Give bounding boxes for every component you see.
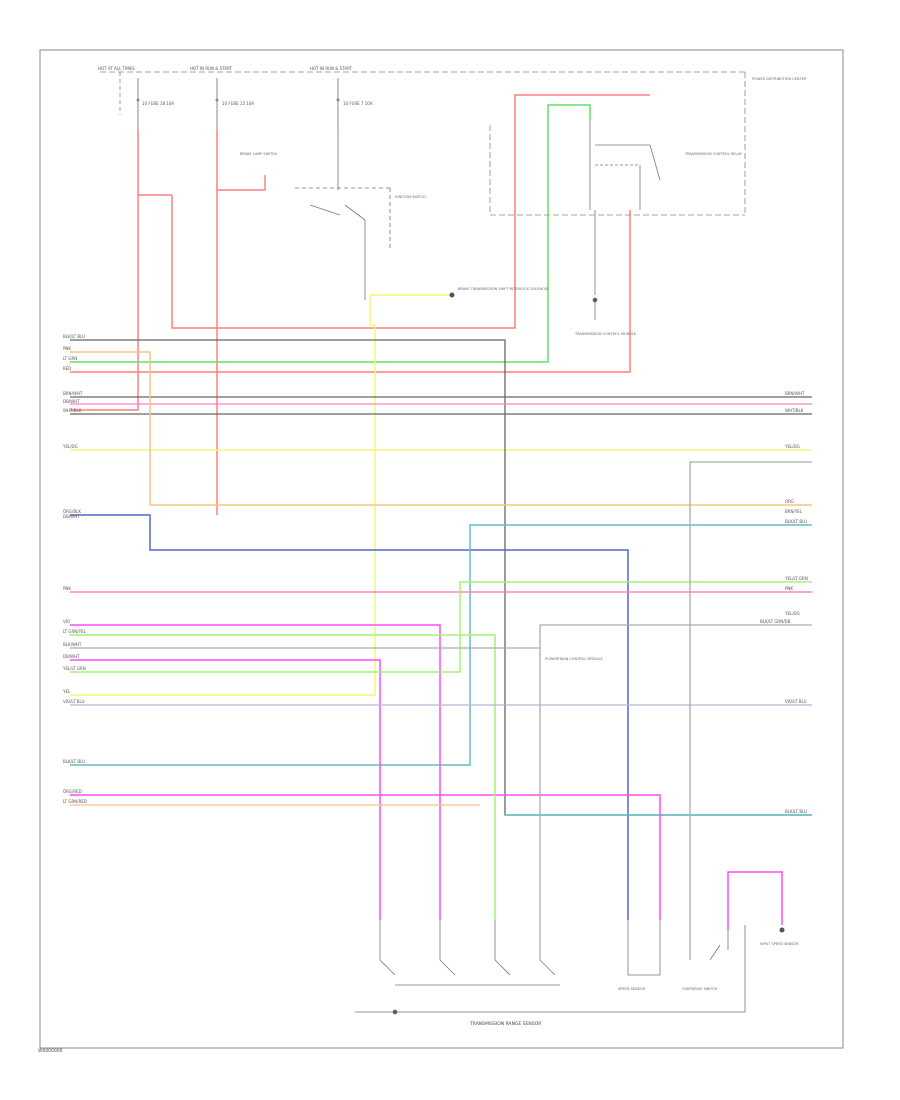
right-wire-label: BLK/LT BLU <box>785 519 807 524</box>
right-wire-label: PNK <box>785 586 793 591</box>
bottom-labels: TRANSMISSION RANGE SENSOR SPEED SENSOR O… <box>469 942 799 1027</box>
left-wire-label: BLK/LT BLU <box>63 759 85 764</box>
left-wire-label: YEL/DG <box>62 444 78 449</box>
pdc-label: POWER DISTRIBUTION CENTER <box>752 77 807 81</box>
right-wire-label: YEL/LT GRN <box>784 576 808 581</box>
left-wire-label: PNK <box>63 586 71 591</box>
left-wire-label: BLK/WHT <box>63 642 82 647</box>
left-wire-label: ORG/BLK <box>63 509 81 514</box>
right-wire-label: BRN/WHT <box>785 391 805 396</box>
left-wire-labels: BLK/LT BLU PNK LT GRN RED BRN/WHT DB/WHT… <box>62 334 87 804</box>
ref-number: W0000000 <box>38 1048 63 1054</box>
right-wire-label: BLK/LT GRN/DB <box>760 619 791 624</box>
switch-label: IGNITION SWITCH <box>395 195 426 199</box>
bottom-label-4: INPUT SPEED SENSOR <box>760 942 799 946</box>
left-wire-label: PNK <box>63 346 71 351</box>
fuse-id-1: 10 FUSE 18 10A <box>142 101 174 106</box>
yellow-wire <box>70 294 812 696</box>
gray-wires <box>70 461 812 930</box>
pdc-box <box>100 71 746 216</box>
bus-wires <box>70 339 812 816</box>
right-wire-label: YEL/DG <box>784 444 800 449</box>
brake-switch-label: BRAKE LAMP SWITCH <box>240 152 277 156</box>
left-wire-label: DB/WHT <box>63 654 80 659</box>
right-wire-labels: BRN/WHT WHT/BLK YEL/DG ORG BRN/YEL BLK/L… <box>760 391 808 814</box>
transmission-control-relay <box>589 120 661 320</box>
blue-wire <box>70 514 629 920</box>
left-wire-label: VIO/LT BLU <box>63 699 85 704</box>
right-wire-label: ORG <box>785 499 794 504</box>
interlock-label: BRAKE TRANSMISSION SHIFT INTERLOCK SOLEN… <box>458 287 549 291</box>
right-wire-label: YEL/DG <box>784 611 800 616</box>
right-wire-label: BRN/YEL <box>785 509 803 514</box>
speed-sensor <box>627 920 661 976</box>
left-wire-label: DB/WHT <box>63 399 80 404</box>
bottom-label-2: SPEED SENSOR <box>618 987 646 991</box>
green-wire <box>70 104 591 363</box>
bottom-label-3: OVERDRIVE SWITCH <box>682 987 718 991</box>
lightgreen-wires <box>70 581 812 920</box>
left-wire-label: ORG/RED <box>63 789 82 794</box>
fuse-verticals <box>136 78 340 130</box>
overdrive-switch <box>689 925 746 1012</box>
left-wire-label: YEL/LT GRN <box>62 666 86 671</box>
left-wire-label: LT GRN/RED <box>63 799 87 804</box>
teal-wire <box>70 524 812 766</box>
bottom-label-1: TRANSMISSION RANGE SENSOR <box>469 1021 541 1027</box>
red-wires <box>70 94 650 515</box>
left-wire-label: VIO <box>63 619 70 624</box>
relay-label: TRANSMISSION CONTROL RELAY <box>684 152 743 156</box>
right-wire-label: VIO/LT BLU <box>785 699 807 704</box>
orange-wire <box>70 351 812 506</box>
fuse-id-3: 10 FUSE 7 10A <box>343 101 373 106</box>
tcm-label: TRANSMISSION CONTROL MODULE <box>574 332 636 336</box>
left-wire-label: RED <box>63 366 71 371</box>
fuse-label-2: HOT IN RUN & START <box>190 66 233 71</box>
magenta-wires <box>70 624 783 930</box>
fuse-label-3: HOT IN RUN & START <box>310 66 353 71</box>
left-wire-label: LT GRN/YEL <box>63 629 87 634</box>
left-wire-label: DB/WHT <box>63 514 80 519</box>
right-wire-label: BLK/LT BLU <box>785 809 807 814</box>
left-wire-label: BLK/LT BLU <box>63 334 85 339</box>
input-sensor-ground <box>779 927 785 933</box>
diagram-frame <box>39 49 844 1049</box>
range-sensor-switches <box>355 920 745 1015</box>
left-wire-label: LT GRN <box>63 356 77 361</box>
left-wire-label: BRN/WHT <box>63 391 83 396</box>
pcm-label: POWERTRAIN CONTROL MODULE <box>545 657 603 661</box>
interlock-ground <box>449 292 455 298</box>
left-wire-label: YEL <box>62 689 71 694</box>
left-wire-label: WHT/BLK <box>63 408 82 413</box>
fuse-id-2: 10 FUSE 15 10A <box>222 101 254 106</box>
ignition-switch <box>295 130 391 300</box>
fuse-label-1: HOT AT ALL TIMES <box>98 66 135 71</box>
fuse-labels: HOT AT ALL TIMES HOT IN RUN & START HOT … <box>98 66 807 106</box>
right-wire-label: WHT/BLK <box>785 408 804 413</box>
